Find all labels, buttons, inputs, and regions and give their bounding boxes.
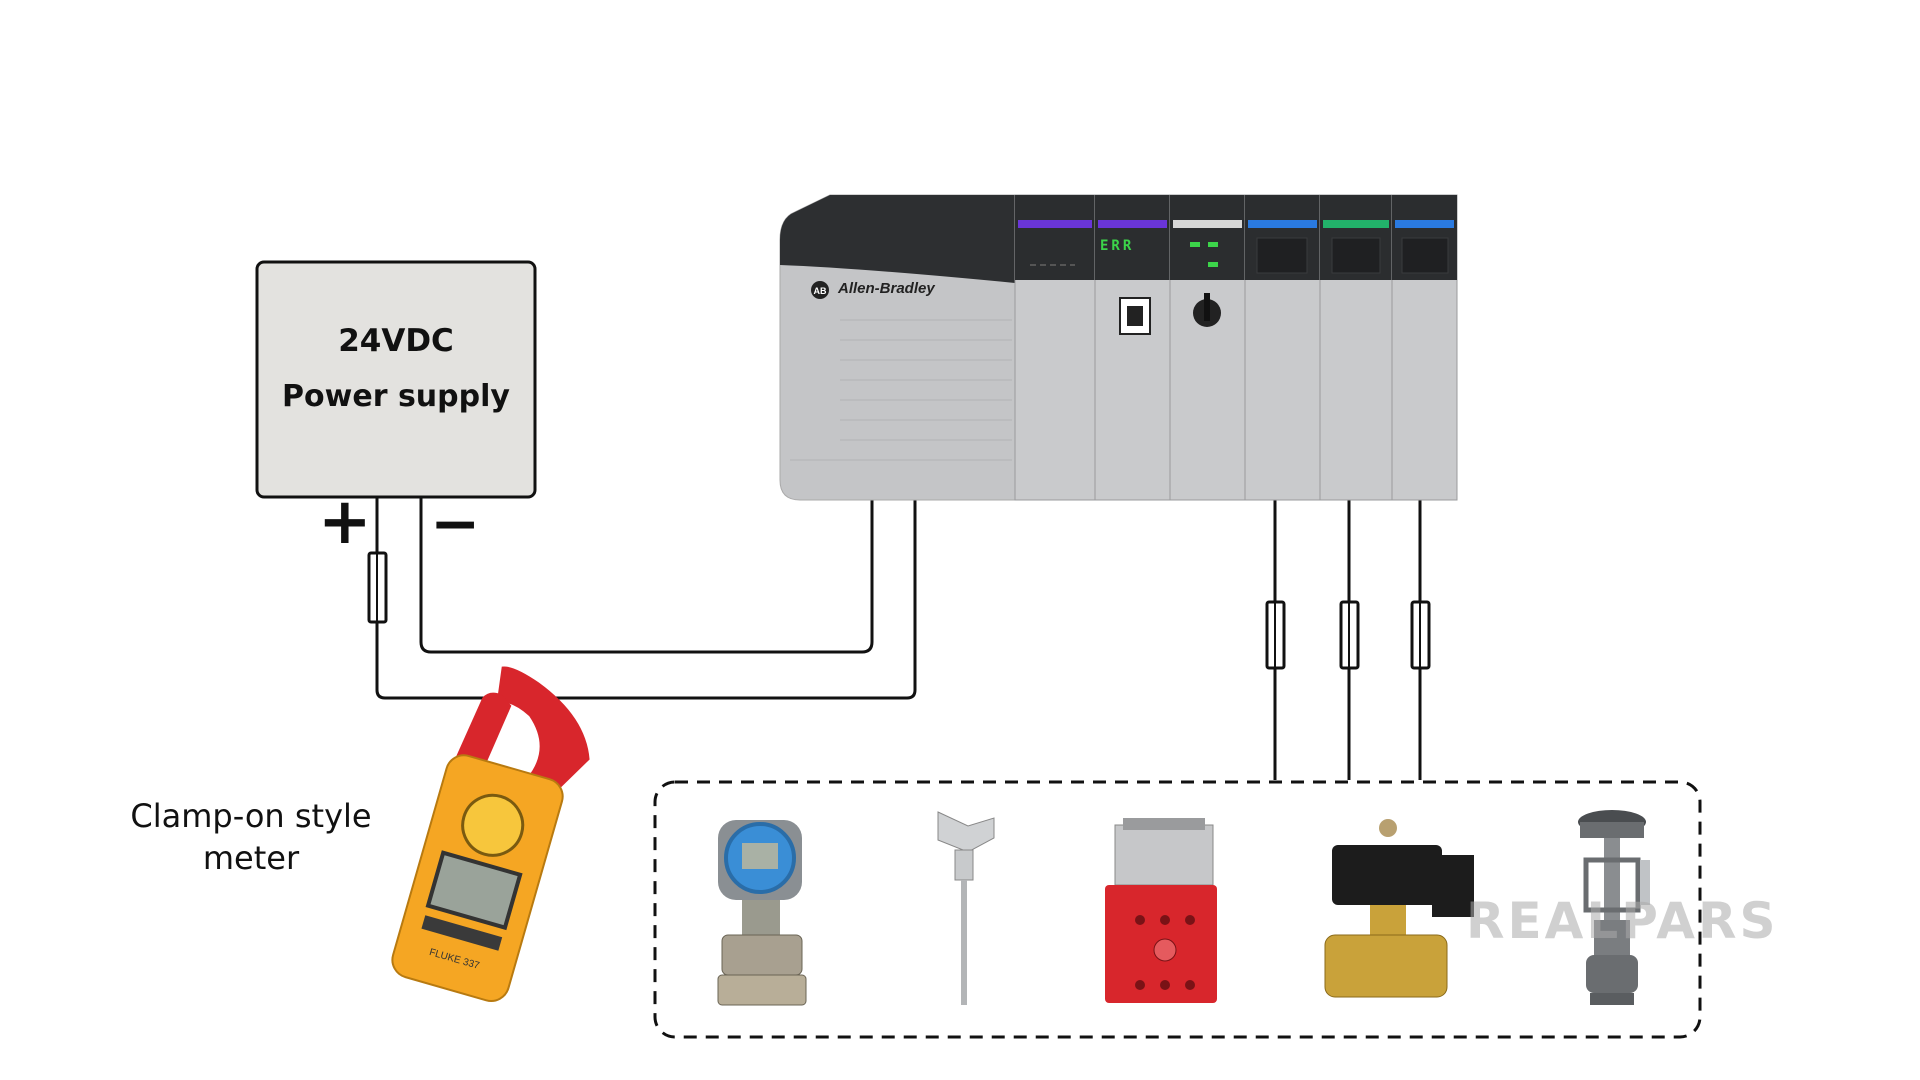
solenoid-valve-icon bbox=[1324, 819, 1474, 998]
module-6 bbox=[1391, 194, 1458, 501]
fuses bbox=[367, 551, 1431, 670]
plc-brand-label: Allen-Bradley bbox=[838, 280, 935, 297]
temperature-sensor-icon bbox=[937, 811, 995, 1005]
module-3 bbox=[1169, 194, 1246, 501]
module-1 bbox=[1014, 194, 1096, 501]
positive-wire bbox=[375, 497, 917, 700]
ab-logo-icon bbox=[811, 281, 829, 299]
positive-terminal-label: + bbox=[318, 485, 372, 559]
negative-terminal-label: − bbox=[430, 489, 481, 559]
brand-watermark: REALPARS bbox=[1466, 892, 1779, 950]
power-supply-title: 24VDC bbox=[338, 323, 454, 359]
plc-top-cover bbox=[780, 195, 1015, 283]
meter-label-line-1: Clamp-on style bbox=[130, 797, 372, 835]
clamp-meter-icon: FLUKE 337 bbox=[391, 666, 590, 1002]
plc-modules bbox=[1014, 194, 1458, 501]
power-supply-subtitle: Power supply bbox=[282, 379, 510, 414]
svg-text:AB: AB bbox=[814, 286, 827, 296]
module-4 bbox=[1244, 194, 1321, 501]
wiring bbox=[375, 497, 1422, 780]
pressure-transmitter-icon bbox=[717, 820, 807, 1006]
module-2 bbox=[1094, 194, 1171, 501]
plc-rack: AB bbox=[779, 194, 1458, 501]
control-valve-icon bbox=[1578, 810, 1650, 1005]
field-devices-frame bbox=[653, 780, 1702, 1039]
module-5 bbox=[1319, 194, 1393, 501]
meter-label-line-2: meter bbox=[202, 839, 300, 877]
power-supply-box bbox=[255, 260, 537, 499]
negative-wire bbox=[419, 497, 874, 654]
plc-status-label: ERR bbox=[1100, 238, 1135, 254]
safety-relay-icon bbox=[1105, 818, 1217, 1003]
